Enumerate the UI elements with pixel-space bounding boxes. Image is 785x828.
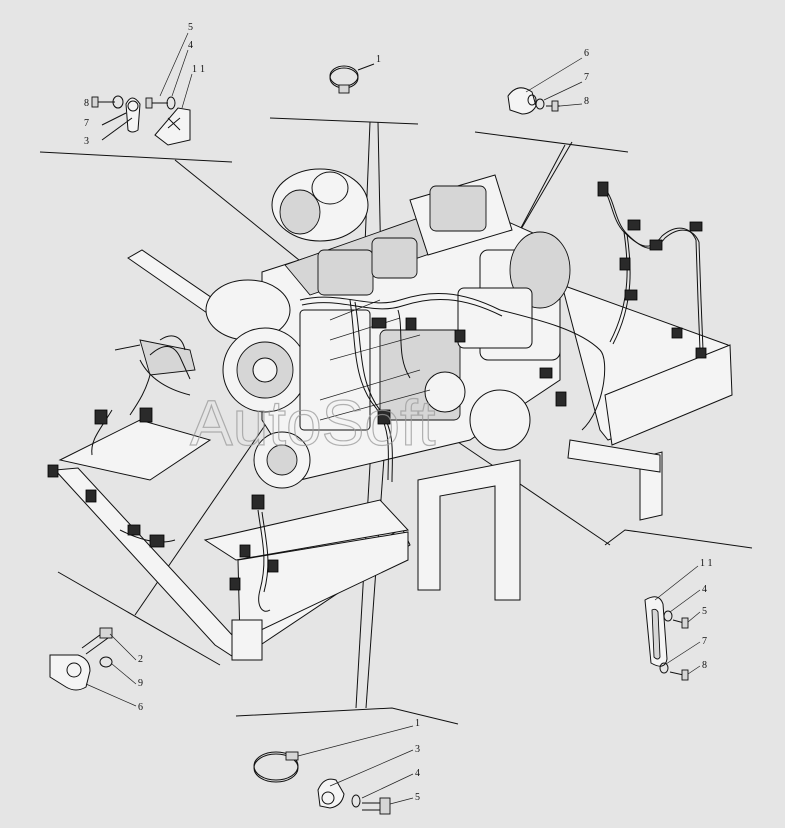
callouts-upper-left: 5 4 1 8 7 3 1: [84, 22, 205, 147]
callouts-bottom: 1 3 4 5: [297, 718, 420, 805]
callout-8: 8: [84, 98, 89, 109]
callout-2: 2: [138, 654, 143, 665]
callout-1: 1: [192, 64, 197, 75]
callout-9: 9: [138, 678, 143, 689]
callout-5: 5: [415, 792, 420, 803]
top-hose-clamp: [329, 63, 375, 94]
watermark-text: AutoSoft: [190, 387, 436, 459]
upper-right-parts: [507, 87, 560, 115]
callout-7: 7: [702, 636, 707, 647]
callouts-lower-left: 2 9 6: [85, 633, 143, 713]
callout-5: 5: [702, 606, 707, 617]
callout-4: 4: [188, 40, 193, 51]
right-side-parts: [644, 596, 689, 681]
callout-8: 8: [584, 96, 589, 107]
callout-1-bracket: 1: [200, 64, 205, 75]
wiring-harness: [47, 181, 707, 612]
callouts-top: 1: [376, 54, 381, 65]
engine-assembly: [139, 168, 571, 489]
callout-3: 3: [84, 136, 89, 147]
lower-left-parts: [49, 627, 113, 691]
callout-5: 5: [188, 22, 193, 33]
chassis-frame: [53, 249, 733, 661]
callout-7: 7: [584, 72, 589, 83]
callout-11: 1 1: [700, 558, 713, 569]
callouts-upper-right: 6 7 8: [525, 48, 589, 107]
callout-3: 3: [415, 744, 420, 755]
callout-4: 4: [702, 584, 707, 595]
upper-left-parts: [91, 95, 191, 146]
callouts-right: 1 1 4 5 7 8: [654, 558, 713, 675]
bottom-parts: [253, 751, 391, 815]
callout-8: 8: [702, 660, 707, 671]
callout-7: 7: [84, 118, 89, 129]
callout-6: 6: [584, 48, 589, 59]
callout-4: 4: [415, 768, 420, 779]
callout-6: 6: [138, 702, 143, 713]
callout-1: 1: [415, 718, 420, 729]
callout-1: 1: [376, 54, 381, 65]
